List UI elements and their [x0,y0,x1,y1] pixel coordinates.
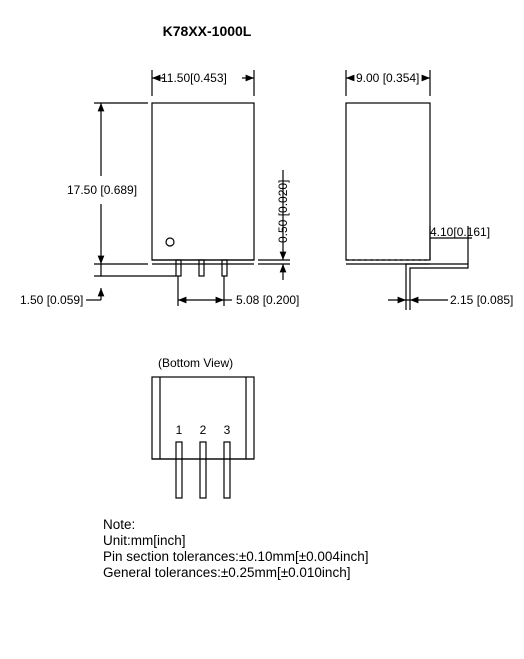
side-view [345,70,472,310]
pin-bend-dimension-label: 2.15 [0.085] [450,293,513,307]
bottom-view-label: (Bottom View) [158,356,233,370]
notes-heading: Note: [103,517,136,532]
standoff-dimension-label: 0.50 [0.020] [276,180,290,243]
side-body-outline [345,102,431,261]
notes-pin-tolerance: Pin section tolerances:±0.10mm[±0.004inc… [103,549,369,564]
notes-general-tolerance: General tolerances:±0.25mm[±0.010inch] [103,565,351,580]
width-dimension-label: 11.50[0.453] [161,71,227,85]
notes-block: Note: Unit:mm[inch] Pin section toleranc… [103,517,368,581]
front-pin-3 [221,259,228,277]
bottom-body-outline [151,376,255,460]
pin-pitch-dimension-label: 5.08 [0.200] [236,293,299,307]
drawing-title: K78XX-1000L [163,23,252,39]
depth-dimension-label: 9.00 [0.354] [356,71,419,85]
pin-number-1: 1 [176,423,183,437]
front-pin-2 [198,259,205,277]
front-view [86,70,290,306]
pin-offset-dimension-label: 4.10[0.161] [430,225,490,239]
bottom-pin-3 [223,441,231,499]
pin-length-dimension-label: 1.50 [0.059] [20,293,83,307]
pin1-marker-icon [165,237,175,247]
front-body-outline [151,102,255,261]
height-dimension-label: 17.50 [0.689] [67,183,137,197]
front-pin-1 [175,259,182,277]
bottom-pin-2 [199,441,207,499]
bottom-pin-1 [175,441,183,499]
pin-number-2: 2 [200,423,207,437]
pin-number-3: 3 [224,423,231,437]
notes-unit: Unit:mm[inch] [103,533,186,548]
bottom-view [151,376,255,499]
